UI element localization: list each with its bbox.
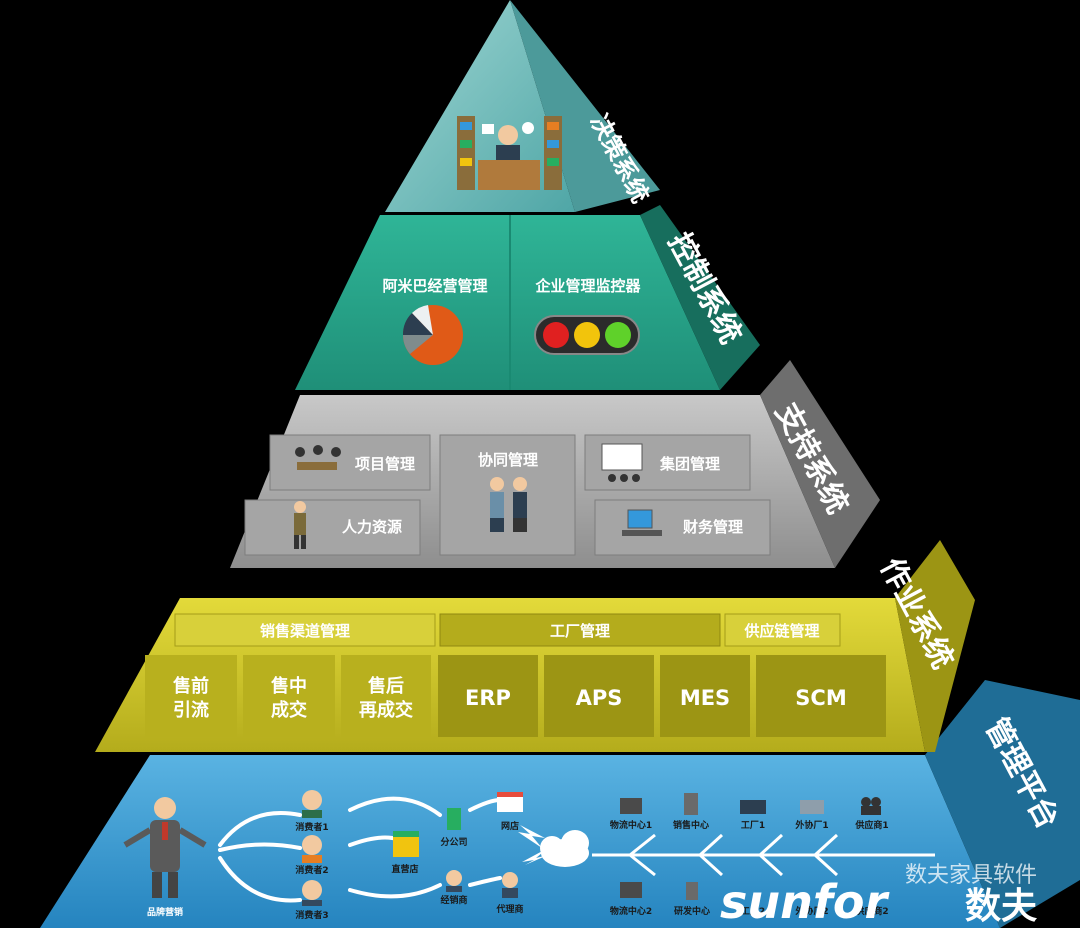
- cell-mes: [660, 655, 750, 737]
- channel-direct-store: 直营店: [391, 831, 419, 875]
- group-header-supply: [724, 613, 841, 647]
- executive-office-icon: [457, 116, 562, 190]
- node-label: 工厂1: [741, 820, 765, 831]
- tier-platform: 管理平台 品牌营销 消费者1: [40, 680, 1080, 928]
- operation-side-face: [895, 540, 975, 752]
- cell-line2: 引流: [173, 699, 209, 721]
- cell-insale: [243, 655, 335, 737]
- watermark: 数夫家具软件 sunfor 数夫: [720, 863, 1038, 928]
- cell-line2: 成交: [271, 699, 307, 721]
- group-label: 工厂管理: [550, 622, 610, 640]
- consumer-label: 消费者2: [295, 864, 328, 876]
- consumer-2: 消费者2: [295, 835, 329, 876]
- channel-dealer: 经销商: [440, 870, 468, 906]
- brand-person-icon: [123, 797, 207, 898]
- node-label: 销售中心: [673, 819, 709, 831]
- support-item-project: [269, 434, 431, 491]
- node-label: 研发中心: [674, 905, 710, 917]
- warehouse-icon: [620, 798, 642, 814]
- cloud-icon: [540, 830, 589, 867]
- consumer-3: 消费者3: [295, 880, 329, 921]
- group-label: 销售渠道管理: [260, 622, 350, 640]
- outlet-online-store: 网店: [497, 792, 523, 832]
- tier-operation: 作业系统 销售渠道管理 工厂管理 供应链管理 售前 引流 售中 成交 售后 再成…: [95, 540, 975, 752]
- supplier-icon: [861, 797, 881, 815]
- cell-aftersale: [341, 655, 431, 737]
- support-item-finance: [594, 499, 771, 556]
- outlet-label: 代理商: [495, 903, 523, 915]
- consumer-1: 消费者1: [295, 790, 329, 833]
- consumer-label: 消费者3: [295, 909, 328, 921]
- brand-label: 品牌营销: [147, 906, 183, 918]
- cell-presale: [145, 655, 237, 737]
- watermark-caption: 数夫家具软件: [905, 863, 1037, 888]
- presentation-icon: [601, 443, 643, 482]
- node-label: 供应商1: [854, 819, 888, 831]
- platform-front-face: [40, 755, 1000, 928]
- factory-icon: [740, 800, 766, 814]
- support-item-hr: [244, 499, 421, 556]
- support-item-label: 人力资源: [342, 518, 402, 536]
- support-item-label: 协同管理: [478, 451, 538, 469]
- node-label: 工厂2: [741, 906, 765, 917]
- cell-line1: 售中: [271, 675, 307, 697]
- fishbone-network: [592, 833, 935, 877]
- tier-control: 控制系统 阿米巴经营管理 企业管理监控器: [295, 205, 760, 390]
- channel-branch: 分公司: [440, 808, 468, 848]
- support-side-face: [760, 360, 880, 568]
- cell-label: SCM: [795, 686, 846, 710]
- desk-computer-icon: [622, 509, 662, 536]
- warehouse-icon: [620, 882, 642, 898]
- support-item-label: 项目管理: [355, 455, 415, 473]
- cell-line2: 再成交: [359, 699, 413, 721]
- cell-erp: [438, 655, 538, 737]
- bottom-nodes: 物流中心2 研发中心 工厂2 外协厂2 供应商2: [610, 882, 889, 917]
- flow-arcs: [218, 796, 502, 903]
- building-icon: [684, 793, 698, 815]
- channel-label: 经销商: [440, 894, 467, 906]
- pie-chart-icon: [402, 305, 463, 365]
- building-icon: [686, 882, 698, 900]
- meeting-icon: [295, 445, 341, 470]
- cell-line1: 售后: [368, 675, 404, 697]
- node-label: 物流中心2: [610, 905, 652, 917]
- node-label: 物流中心1: [610, 819, 652, 831]
- outlet-agent: 代理商: [495, 872, 524, 915]
- cell-label: ERP: [465, 686, 511, 710]
- node-label: 外协厂1: [794, 819, 828, 831]
- cell-scm: [756, 655, 886, 737]
- handshake-icon: [490, 477, 527, 532]
- cell-line1: 售前: [173, 675, 209, 697]
- platform-side-face: [925, 680, 1080, 928]
- control-item-label: 企业管理监控器: [534, 277, 641, 295]
- traffic-light-icon: [534, 315, 640, 355]
- channel-label: 直营店: [391, 863, 418, 875]
- tier-support: 支持系统 项目管理 协同管理 集团管理 人力资源: [230, 360, 880, 568]
- node-label: 外协厂2: [794, 905, 828, 917]
- group-label: 供应链管理: [743, 622, 819, 640]
- cell-label: APS: [576, 686, 623, 710]
- support-item-collab: [439, 434, 576, 556]
- subcontractor-icon: [800, 800, 824, 814]
- decision-side-face: [510, 0, 660, 212]
- watermark-logo: sunfor: [720, 875, 890, 928]
- support-item-label: 财务管理: [683, 518, 743, 536]
- watermark-logo-cn: 数夫: [965, 886, 1038, 927]
- outlet-label: 网店: [501, 820, 519, 832]
- control-item-label: 阿米巴经营管理: [382, 277, 487, 295]
- consumer-label: 消费者1: [295, 821, 328, 833]
- control-side-face: [640, 205, 760, 390]
- group-header-sales: [174, 613, 436, 647]
- support-item-label: 集团管理: [659, 455, 720, 473]
- top-nodes: 物流中心1 销售中心 工厂1 外协厂1 供应商1: [610, 793, 889, 831]
- node-label: 供应商2: [854, 905, 888, 917]
- channel-label: 分公司: [440, 836, 467, 848]
- cell-label: MES: [680, 686, 730, 710]
- group-header-factory: [439, 613, 721, 647]
- tier-decision: 决策系统: [385, 0, 660, 212]
- cell-aps: [544, 655, 654, 737]
- person-icon: [294, 501, 306, 549]
- decision-front-face: [385, 0, 575, 212]
